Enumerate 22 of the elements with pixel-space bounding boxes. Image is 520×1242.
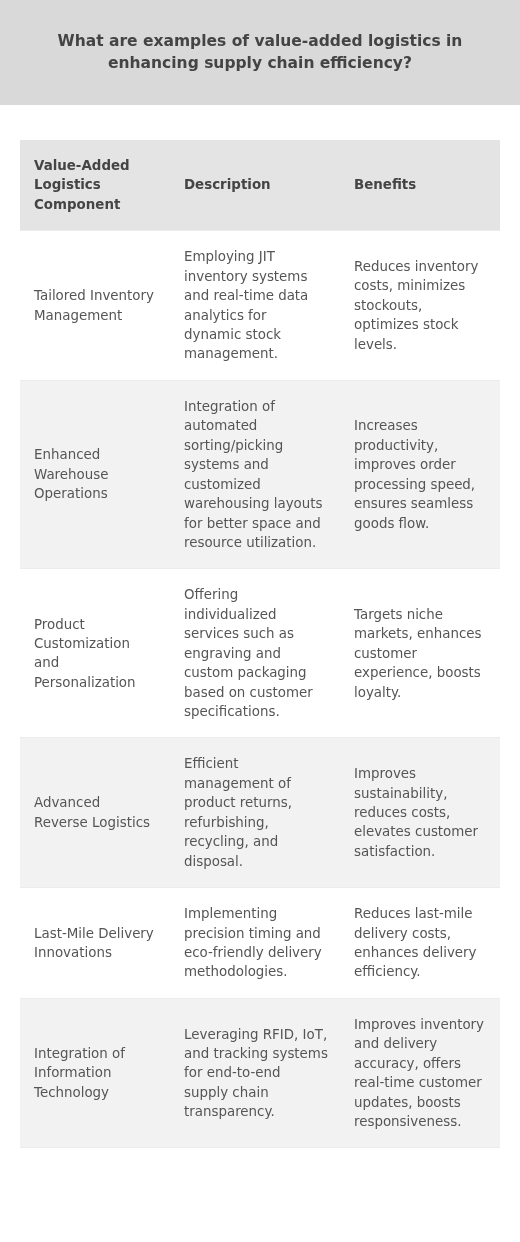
component-name: Product Customization and Personalization [20, 568, 170, 738]
description-text: Leveraging RFID, IoT, and tracking systems for end-to-end supply chain transparency. [170, 998, 340, 1148]
component-name: Integration of Information Technology [20, 998, 170, 1148]
page-title: What are examples of value-added logistics in enhancing supply chain efficiency? [0, 0, 520, 105]
component-name: Last-Mile Delivery Innovations [20, 887, 170, 999]
benefits-text: Reduces last-mile delivery costs, enhances delivery efficiency. [340, 887, 500, 999]
description-text: Implementing precision timing and eco-friendly delivery methodologies. [170, 887, 340, 999]
description-text: Efficient management of product returns, refurbishing, recycling, and disposal. [170, 737, 340, 888]
benefits-text: Increases productivity, improves order processing speed, ensures seamless goods flow. [340, 380, 500, 569]
component-name: Enhanced Warehouse Operations [20, 380, 170, 569]
column-header: Description [170, 139, 340, 231]
benefits-text: Reduces inventory costs, minimizes stockouts, optimizes stock levels. [340, 230, 500, 381]
column-header: Value-Added Logistics Component [20, 139, 170, 231]
description-text: Offering individualized services such as engraving and custom packaging based on customer specifications. [170, 568, 340, 738]
component-name: Advanced Reverse Logistics [20, 737, 170, 888]
description-text: Integration of automated sorting/picking systems and customized warehousing layouts for better space and resource utilization. [170, 380, 340, 569]
benefits-text: Improves inventory and delivery accuracy, offers real-time customer updates, boosts responsiveness. [340, 998, 500, 1148]
benefits-text: Improves sustainability, reduces costs, elevates customer satisfaction. [340, 737, 500, 888]
description-text: Employing JIT inventory systems and real-time data analytics for dynamic stock management. [170, 230, 340, 381]
benefits-text: Targets niche markets, enhances customer experience, boosts loyalty. [340, 568, 500, 738]
column-header: Benefits [340, 139, 500, 231]
component-name: Tailored Inventory Management [20, 230, 170, 381]
